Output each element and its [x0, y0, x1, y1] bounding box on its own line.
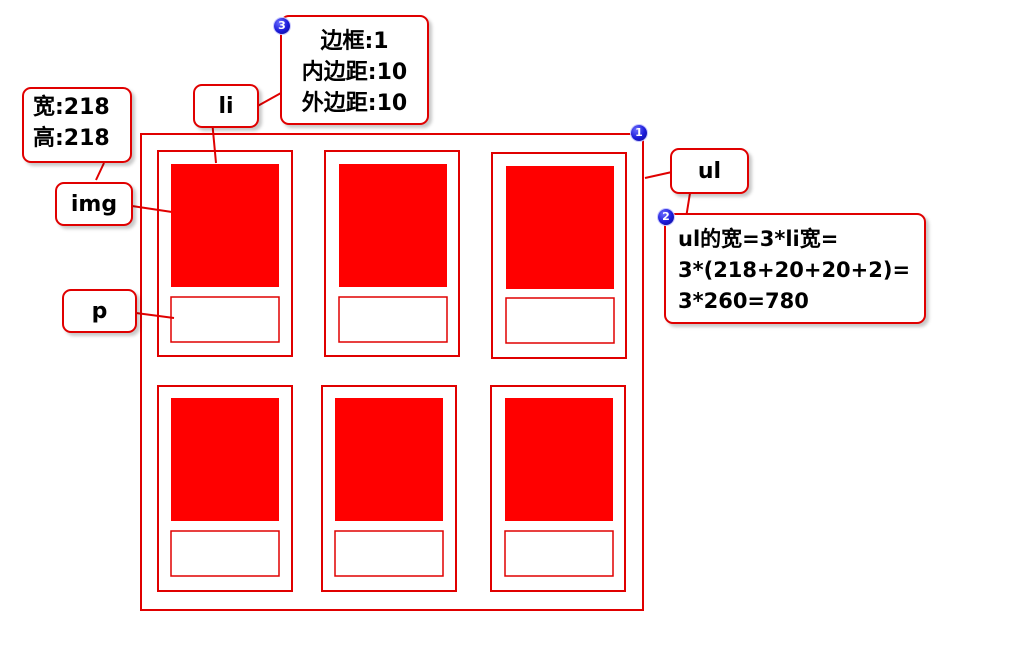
li-box — [157, 150, 293, 357]
li-box — [490, 385, 626, 592]
li-border-text: 边框:1 — [320, 29, 389, 54]
badge-ul-width: 2 — [658, 209, 674, 225]
p-block — [170, 530, 280, 577]
pointer-p — [135, 312, 175, 319]
li-box — [324, 150, 460, 357]
img-block — [171, 164, 279, 287]
p-block — [504, 530, 614, 577]
p-block — [505, 297, 615, 344]
img-block — [339, 164, 447, 287]
li-padding-text: 内边距:10 — [301, 60, 408, 85]
img-label: img — [70, 191, 118, 217]
li-box — [491, 152, 627, 359]
img-callout: img — [55, 182, 133, 226]
img-block — [506, 166, 614, 289]
img-block — [171, 398, 279, 521]
p-block — [338, 296, 448, 343]
li-box — [321, 385, 457, 592]
li-box-callout: 边框:1 内边距:10 外边距:10 — [280, 15, 429, 125]
p-block — [334, 530, 444, 577]
ul-box — [140, 133, 644, 611]
li-callout: li — [193, 84, 259, 128]
ul-width-line-3: 3*260=780 — [678, 289, 809, 313]
size-height-text: 高:218 — [33, 126, 110, 151]
img-block — [335, 398, 443, 521]
ul-callout: ul — [670, 148, 749, 194]
p-block — [170, 296, 280, 343]
size-callout: 宽:218 高:218 — [22, 87, 132, 163]
size-width-text: 宽:218 — [33, 95, 110, 120]
p-callout: p — [62, 289, 137, 333]
ul-width-line-2: 3*(218+20+20+2)= — [678, 258, 911, 282]
pointer-ul — [644, 171, 673, 179]
badge-ul: 1 — [631, 125, 647, 141]
li-label: li — [218, 93, 234, 119]
li-margin-text: 外边距:10 — [301, 91, 408, 116]
badge-li-box: 3 — [274, 18, 290, 34]
ul-label: ul — [697, 158, 722, 184]
pointer-size-note — [95, 162, 105, 181]
ul-width-callout: ul的宽=3*li宽= 3*(218+20+20+2)= 3*260=780 — [664, 213, 926, 324]
p-label: p — [91, 298, 108, 324]
ul-width-line-1: ul的宽=3*li宽= — [678, 227, 839, 251]
li-box — [157, 385, 293, 592]
img-block — [505, 398, 613, 521]
pointer-img — [131, 205, 173, 213]
